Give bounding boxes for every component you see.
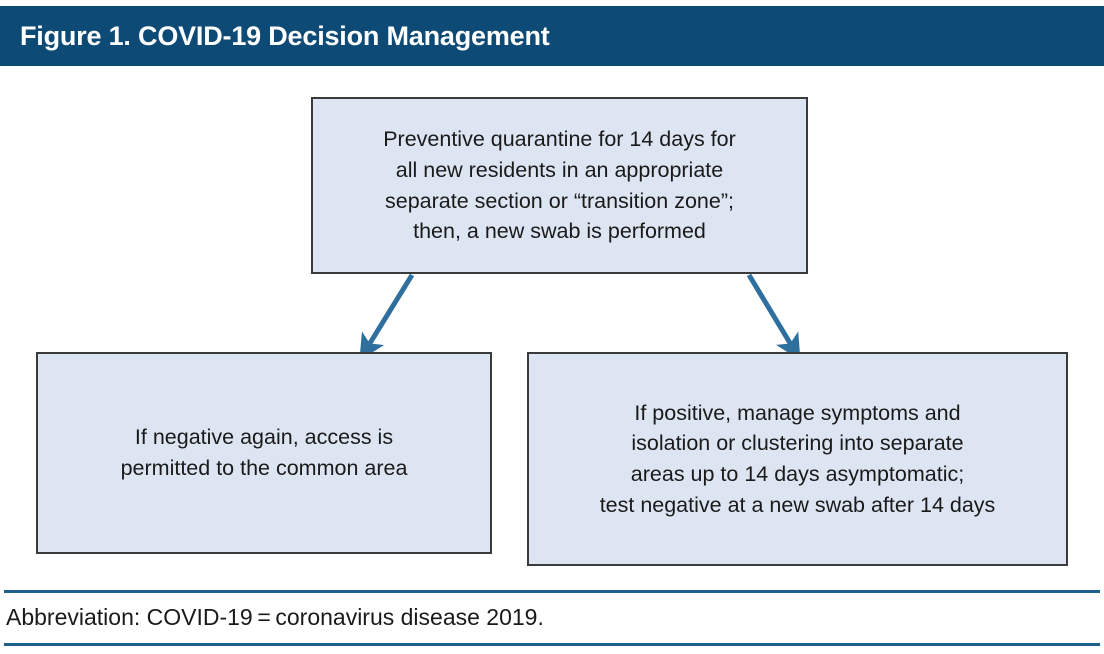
footer-rule-top [4, 590, 1100, 593]
flow-node-negative-outcome: If negative again, access is permitted t… [36, 352, 492, 554]
flow-node-text: If negative again, access is permitted t… [120, 425, 408, 480]
abbreviation-note: Abbreviation: COVID-19 = coronavirus dis… [6, 604, 544, 630]
arrow-top-to-left [359, 273, 415, 361]
flow-node-text: If positive, manage symptoms and isolati… [599, 400, 996, 517]
flow-node-positive-outcome: If positive, manage symptoms and isolati… [527, 352, 1068, 566]
page-title: Figure 1. COVID-19 Decision Management [20, 20, 550, 51]
arrow-top-to-right [746, 273, 801, 361]
figure-header-bar: Figure 1. COVID-19 Decision Management [0, 6, 1104, 66]
flow-node-preventive-quarantine: Preventive quarantine for 14 days for al… [311, 97, 808, 274]
flow-node-text: Preventive quarantine for 14 days for al… [383, 127, 736, 244]
footer-rule-bottom [4, 643, 1100, 646]
